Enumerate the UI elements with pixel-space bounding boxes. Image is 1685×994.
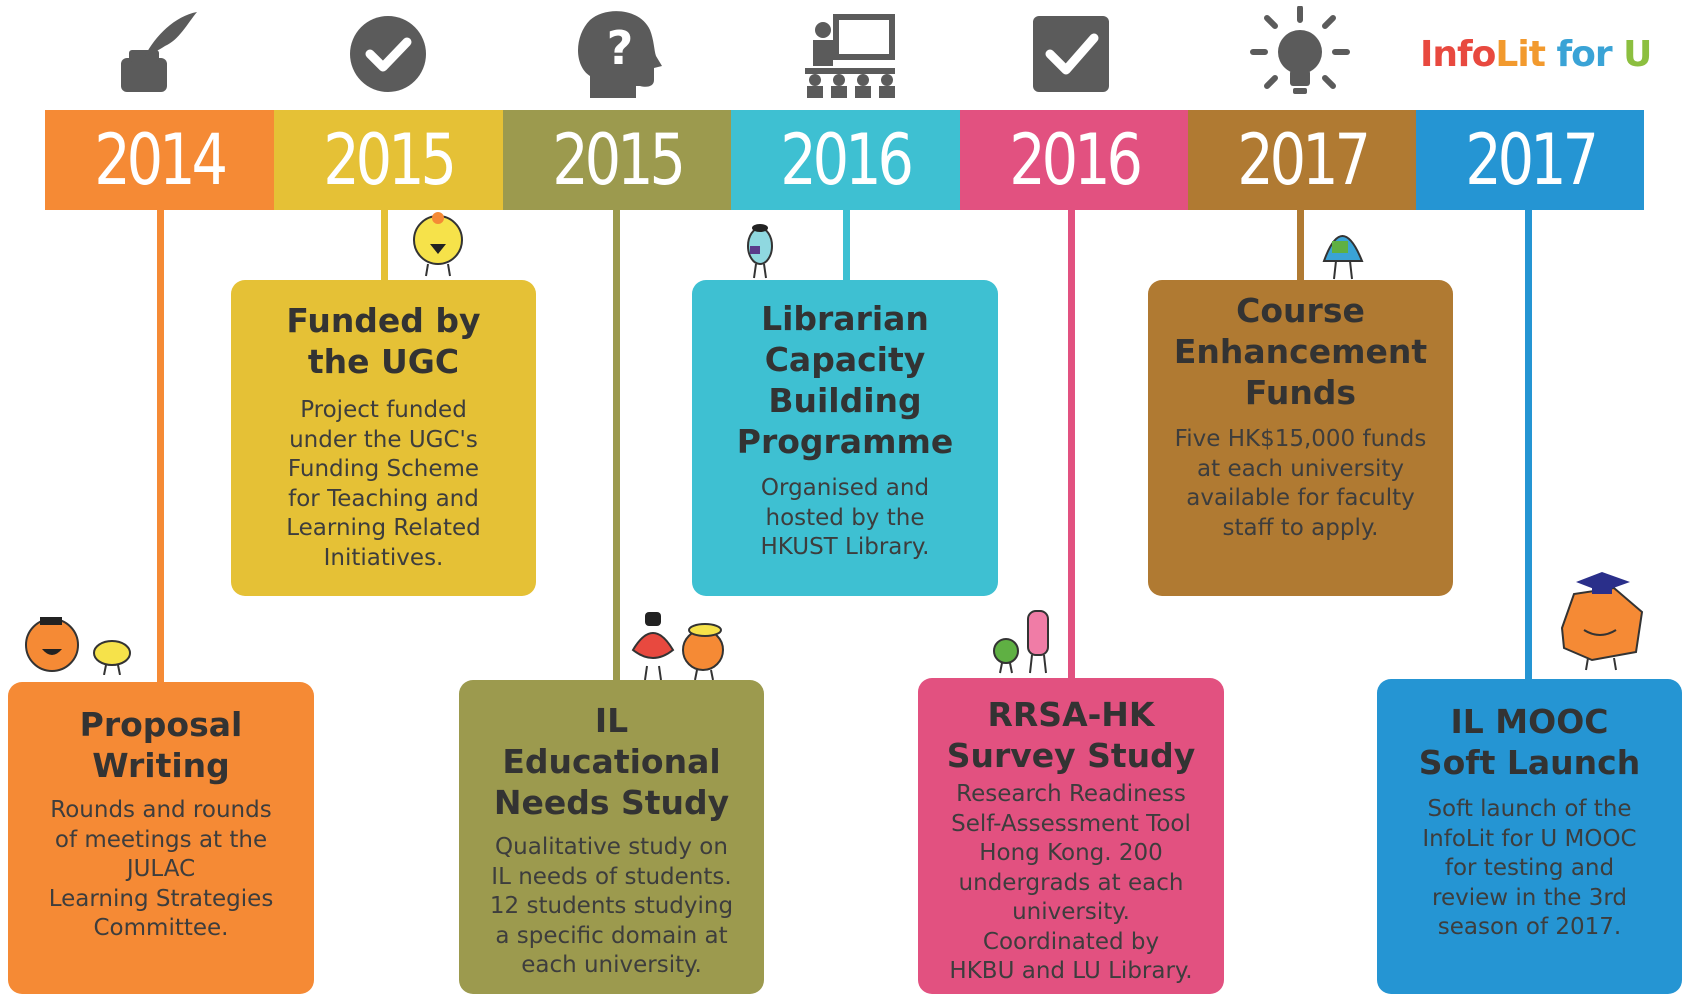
year-label: 2015 bbox=[323, 119, 458, 201]
mascot-orange-yellow-pair bbox=[20, 615, 140, 675]
year-label: 2014 bbox=[94, 119, 229, 201]
year-label: 2016 bbox=[780, 119, 915, 201]
connector-line bbox=[1525, 210, 1532, 685]
quill-inkpot-icon bbox=[105, 6, 215, 102]
connector-line bbox=[613, 210, 620, 685]
year-band-3: 2015 bbox=[503, 110, 731, 210]
infolit-for-u-logo: InfoLit for U bbox=[1420, 34, 1652, 75]
year-band-4: 2016 bbox=[731, 110, 960, 210]
question-head-icon: ? bbox=[560, 6, 670, 102]
year-band-1: 2014 bbox=[45, 110, 274, 210]
year-label: 2016 bbox=[1009, 119, 1143, 201]
mascot-orange-graduate bbox=[1552, 568, 1652, 672]
lightbulb-icon bbox=[1245, 6, 1355, 102]
connector-line bbox=[1068, 210, 1075, 685]
connector-line bbox=[381, 210, 388, 282]
mascot-cyan bbox=[740, 220, 780, 280]
year-label: 2015 bbox=[552, 119, 686, 201]
mascot-blue bbox=[1318, 215, 1368, 281]
presentation-icon bbox=[795, 6, 905, 102]
mascot-red-orange-pair bbox=[625, 610, 735, 680]
check-circle-icon bbox=[333, 6, 443, 102]
year-band-6: 2017 bbox=[1188, 110, 1416, 210]
connector-line bbox=[1297, 210, 1304, 282]
year-label: 2017 bbox=[1237, 119, 1371, 201]
year-band-5: 2016 bbox=[960, 110, 1188, 210]
svg-text:?: ? bbox=[607, 21, 634, 75]
check-square-icon bbox=[1016, 6, 1126, 102]
connector-line bbox=[157, 210, 164, 685]
year-band-7: 2017 bbox=[1416, 110, 1644, 210]
year-band-2: 2015 bbox=[274, 110, 503, 210]
year-label: 2017 bbox=[1465, 119, 1599, 201]
mascot-yellow bbox=[408, 212, 468, 278]
connector-line bbox=[843, 210, 850, 282]
mascot-green-pink-pair bbox=[988, 605, 1068, 675]
